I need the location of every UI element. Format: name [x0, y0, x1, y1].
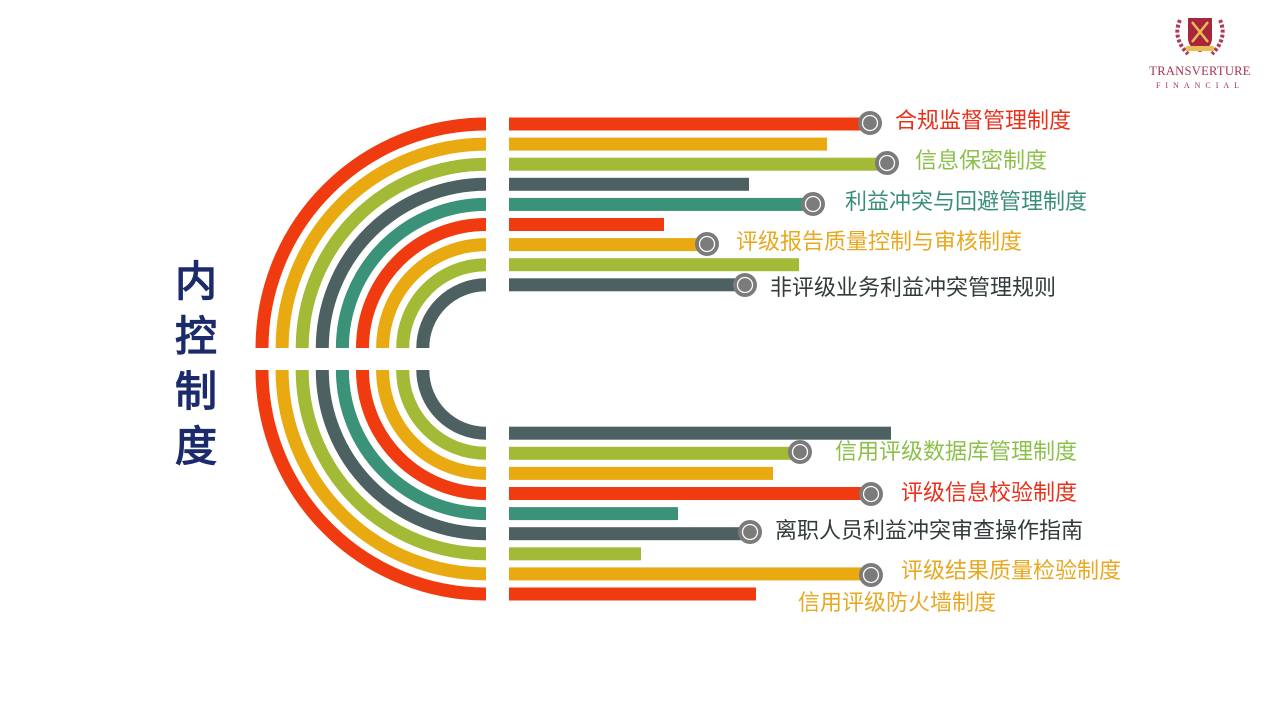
top-bar: [509, 177, 749, 191]
bottom-arc: [275, 369, 487, 581]
top-bar: [509, 238, 707, 252]
top-bar: [509, 278, 745, 292]
top-arc: [376, 238, 487, 349]
top-bar: [509, 218, 664, 231]
bottom-bar: [509, 547, 641, 561]
bottom-arc: [376, 369, 487, 480]
logo-name: TRANSVERTURE: [1149, 64, 1251, 78]
bottom-arc: [255, 369, 487, 601]
top-bar: [509, 157, 887, 171]
knob-ring-icon: [736, 276, 754, 294]
policy-label: 评级信息校验制度: [901, 481, 1078, 506]
knob-icon: [875, 151, 899, 175]
knob-icon: [695, 232, 719, 256]
company-logo: TRANSVERTURE FINANCIAL: [1140, 14, 1260, 90]
top-arc: [416, 278, 487, 349]
page-title: 内控制度: [174, 257, 217, 471]
top-arc: [275, 137, 487, 349]
knob-ring-icon: [741, 523, 759, 541]
knob-ring-icon: [698, 235, 716, 253]
knob-ring-icon: [791, 443, 809, 461]
knob-icon: [859, 563, 883, 587]
bottom-bar: [509, 527, 750, 541]
bottom-bar: [509, 466, 773, 480]
policy-label: 非评级业务利益冲突管理规则: [770, 276, 1057, 301]
top-arc: [255, 117, 487, 349]
knob-icon: [801, 192, 825, 216]
knob-icon: [858, 111, 882, 135]
policy-label: 离职人员利益冲突审查操作指南: [775, 519, 1084, 544]
top-arc: [335, 197, 487, 349]
top-arc: [295, 157, 487, 349]
knob-icon: [788, 440, 812, 464]
top-bar: [509, 197, 813, 211]
policy-label: 信用评级数据库管理制度: [835, 440, 1078, 465]
top-bar: [509, 117, 870, 131]
knob-ring-icon: [862, 485, 880, 503]
knob-icon: [738, 520, 762, 544]
policy-label: 评级结果质量检验制度: [901, 559, 1122, 584]
logo-subtitle: FINANCIAL: [1155, 81, 1245, 90]
policy-label: 合规监督管理制度: [895, 109, 1072, 134]
bottom-arc: [416, 369, 487, 440]
bottom-arc: [315, 369, 487, 541]
policy-label: 评级报告质量控制与审核制度: [736, 230, 1023, 255]
policy-label: 利益冲突与回避管理制度: [845, 190, 1088, 215]
knob-ring-icon: [878, 154, 896, 172]
bottom-bar: [509, 507, 678, 521]
bottom-arc: [396, 369, 487, 460]
top-bar: [509, 258, 799, 272]
knob-icon: [859, 482, 883, 506]
bottom-arc: [335, 369, 487, 521]
top-arc: [356, 218, 487, 349]
knob-icon: [733, 273, 757, 297]
knob-ring-icon: [861, 114, 879, 132]
knob-ring-icon: [862, 566, 880, 584]
top-arc: [396, 258, 487, 349]
bottom-bar: [509, 487, 871, 500]
policy-label: 信息保密制度: [915, 149, 1048, 174]
policy-label: 信用评级防火墙制度: [798, 591, 997, 616]
bottom-bar: [509, 446, 800, 460]
crest-icon: [1175, 18, 1225, 56]
bottom-bar: [509, 426, 891, 440]
top-arc: [315, 177, 487, 349]
top-bar: [509, 137, 827, 151]
bottom-bar: [509, 567, 871, 581]
bottom-bar: [509, 587, 756, 601]
knob-ring-icon: [804, 195, 822, 213]
bottom-arc: [356, 369, 487, 500]
bottom-arc: [295, 369, 487, 561]
